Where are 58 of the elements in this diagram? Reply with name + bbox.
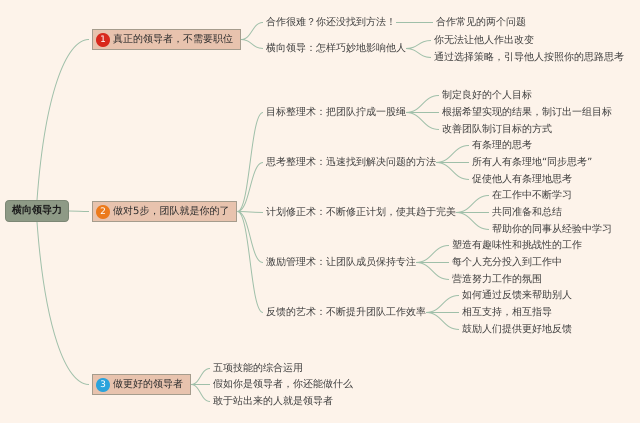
- detail-text: 相互支持，相互指导: [462, 306, 552, 319]
- number-badge: 2: [96, 204, 110, 218]
- branch-line: [456, 212, 490, 230]
- branch-line: [240, 22, 264, 40]
- branch-line: [36, 39, 90, 200]
- branch-line: [426, 312, 460, 330]
- detail-text: 在工作中不断学习: [492, 189, 572, 202]
- topic-box: [92, 201, 238, 222]
- detail-text: 共同准备和总结: [492, 206, 562, 219]
- topic-text: 做更好的领导者: [113, 378, 183, 392]
- detail-text: 你无法让他人作出改变: [434, 34, 534, 47]
- branch-line: [236, 112, 264, 212]
- topic-box: [92, 374, 191, 395]
- detail-text: 营造努力工作的氛围: [452, 273, 542, 286]
- detail-text: 塑造有趣味性和挑战性的工作: [452, 239, 582, 252]
- subtopic-text: 计划修正术：不断修正计划，使其趋于完美: [266, 206, 456, 219]
- branch-line: [236, 211, 264, 263]
- subtopic-text: 敢于站出来的人就是领导者: [213, 395, 333, 408]
- number-badge: 1: [96, 32, 110, 46]
- branch-line: [416, 262, 450, 280]
- detail-text: 所有人有条理地“同步思考”: [472, 156, 592, 169]
- branch-line: [236, 211, 264, 213]
- detail-text: 鼓励人们提供更好地反馈: [462, 323, 572, 336]
- branch-line: [190, 368, 210, 385]
- detail-text: 合作常见的两个问题: [436, 16, 526, 29]
- detail-text: 改善团队制订目标的方式: [442, 123, 552, 136]
- detail-text: 有条理的思考: [472, 139, 532, 152]
- detail-text: 如何通过反馈来帮助别人: [462, 289, 572, 302]
- branch-line: [236, 162, 264, 212]
- detail-text: 帮助你的同事从经验中学习: [492, 223, 612, 236]
- branch-line: [406, 112, 440, 130]
- branch-line: [396, 22, 434, 23]
- subtopic-text: 合作很难？你还没找到方法！: [266, 16, 396, 29]
- topic-box: [92, 29, 241, 50]
- detail-text: 通过选择策略，引导他人按照你的思路思考: [434, 51, 624, 64]
- topic-text: 真正的领导者，不需要职位: [113, 32, 233, 47]
- topic-text: 做对5步，团队就是你的了: [113, 204, 230, 219]
- subtopic-text: 激励管理术：让团队成员保持专注: [266, 256, 416, 269]
- branch-line: [190, 384, 210, 385]
- detail-text: 根据希望实现的结果，制订出一组目标: [442, 106, 612, 119]
- branch-line: [36, 222, 90, 385]
- detail-text: 每个人充分投入到工作中: [452, 256, 562, 269]
- branch-line: [240, 39, 264, 49]
- subtopic-text: 假如你是领导者，你还能做什么: [213, 378, 353, 391]
- subtopic-text: 思考整理术：迅速找到解决问题的方法: [266, 156, 436, 169]
- number-badge: 3: [96, 378, 110, 392]
- detail-text: 促使他人有条理地思考: [472, 173, 572, 186]
- branch-line: [406, 48, 432, 58]
- subtopic-text: 目标整理术：把团队拧成一股绳: [266, 106, 406, 119]
- subtopic-text: 反馈的艺术：不断提升团队工作效率: [266, 306, 426, 319]
- subtopic-text: 五项技能的综合运用: [213, 362, 303, 375]
- detail-text: 制定良好的个人目标: [442, 89, 532, 102]
- branch-line: [190, 384, 210, 402]
- branch-line: [68, 210, 90, 212]
- central-topic: 横向领导力: [5, 200, 69, 222]
- subtopic-text: 横向领导：怎样巧妙地影响他人: [266, 42, 406, 55]
- branch-line: [436, 162, 470, 180]
- branch-line: [236, 211, 264, 313]
